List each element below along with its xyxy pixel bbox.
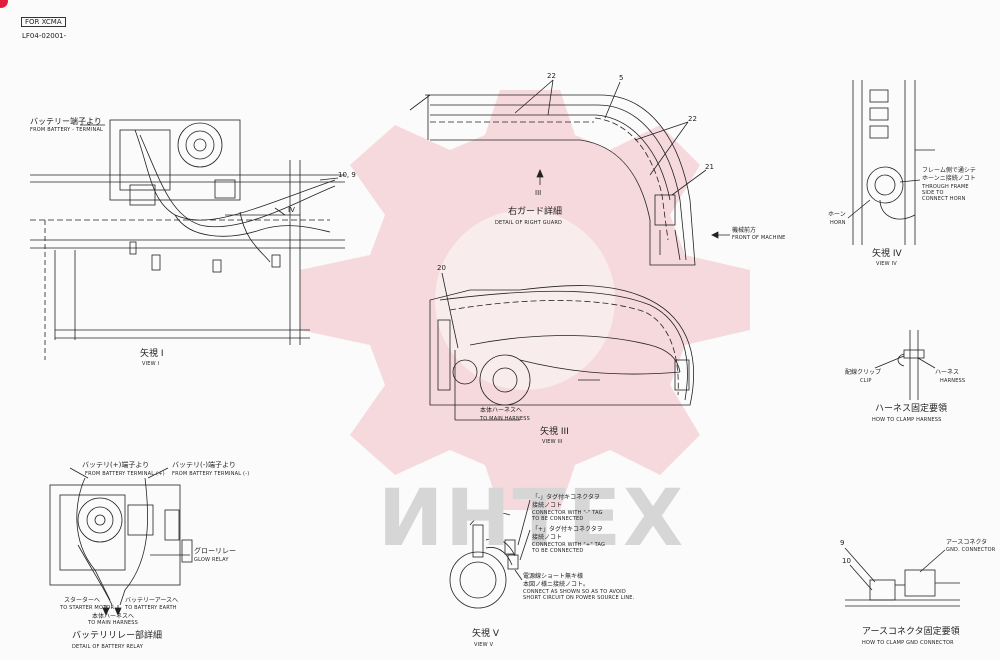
view4-frame-en1: THROUGH FRAME: [922, 184, 969, 190]
gnd-earth-jp: アースコネクタ: [946, 539, 988, 546]
view4-caption-jp: 矢視 IV: [872, 249, 902, 259]
gnd-num-9: 9: [840, 539, 845, 547]
view1-arrow-label: IV: [288, 206, 295, 214]
relay-earth-jp: バッテリーアースへ: [125, 597, 179, 604]
relay-plus-jp: バッテリ(+)端子より: [82, 461, 150, 469]
view5-conn2-jp2: 接続ノコト: [532, 534, 563, 541]
right-guard-drawing: [409, 79, 730, 266]
relay-starter-jp: スターターへ: [64, 597, 101, 604]
view5-conn1-jp1: 「-」タグ付キコネクタヲ: [532, 494, 600, 501]
sheet-tag: FOR XCMA: [21, 17, 66, 27]
clamp-harness-en: HARNESS: [940, 378, 966, 384]
view3-drawing: [429, 272, 694, 421]
view5-caption-jp: 矢視 V: [472, 629, 500, 639]
relay-starter-en: TO STARTER MOTOR: [60, 605, 115, 611]
view5-note-jp1: 電源線ショート無キ様: [523, 573, 584, 580]
relay-caption-jp: バッテリリレー部詳細: [72, 631, 163, 641]
view3-num-20: 20: [437, 264, 446, 272]
view1-num-10-9: 10, 9: [338, 171, 356, 179]
clamp-clip-en: CLIP: [860, 378, 872, 384]
relay-main-jp: 本体ハーネスへ: [92, 613, 135, 620]
view1-caption-jp: 矢視 I: [140, 349, 164, 359]
guard-num-21: 21: [705, 163, 714, 171]
view4-drawing: [847, 80, 935, 245]
corner-marker: [0, 0, 8, 8]
front-jp: 機械前方: [732, 227, 757, 234]
view5-conn2-en2: TO BE CONNECTED: [532, 548, 584, 554]
battery-relay-drawing: [49, 467, 193, 617]
view4-frame-jp1: フレーム側で通シテ: [922, 167, 976, 174]
view5-conn1-en1: CONNECTOR WITH "-" TAG: [532, 510, 603, 516]
guard-caption-en: DETAIL OF RIGHT GUARD: [495, 220, 563, 226]
relay-minus-en: FROM BATTERY TERMINAL (-): [172, 471, 250, 477]
view4-horn-jp: ホーン: [828, 211, 846, 218]
view5-conn2-en1: CONNECTOR WITH "+" TAG: [532, 542, 606, 548]
view3-harness-en: TO MAIN HARNESS: [480, 416, 531, 422]
view3-caption-jp: 矢視 III: [540, 427, 569, 437]
guard-num-5: 5: [619, 74, 624, 82]
view5-note-en2: SHORT CIRCUIT ON POWER SOURCE LINE.: [523, 595, 635, 601]
view3-harness-jp: 本体ハーネスへ: [480, 407, 523, 414]
relay-minus-jp: バッテリ(-)端子より: [172, 461, 236, 469]
gnd-drawing: [844, 547, 960, 607]
clamp-caption-en: HOW TO CLAMP HARNESS: [872, 417, 942, 423]
view3-caption-en: VIEW III: [542, 439, 563, 445]
view1-drawing: [30, 119, 345, 360]
clamp-caption-jp: ハーネス固定要領: [875, 404, 948, 414]
relay-glow-en: GLOW RELAY: [194, 557, 229, 563]
gnd-caption-jp: アースコネクタ固定要領: [862, 627, 960, 637]
view4-frame-en2: SIDE TO: [922, 190, 944, 196]
view1-callout-jp: バッテリー端子より: [30, 117, 102, 126]
view5-conn2-jp1: 「+」タグ付キコネクタヲ: [532, 526, 603, 533]
view4-horn-en: HORN: [830, 220, 846, 226]
view5-note-en1: CONNECT AS SHOWN SO AS TO AVOID: [523, 589, 626, 595]
gnd-earth-en: GND. CONNECTOR: [946, 547, 996, 553]
view4-frame-en3: CONNECT HORN: [922, 196, 966, 202]
guard-num-22b: 22: [688, 115, 697, 123]
guard-arrow-label: III: [535, 189, 542, 197]
relay-earth-en: TO BATTERY EARTH: [125, 605, 177, 611]
view4-caption-en: VIEW IV: [876, 261, 897, 267]
view5-caption-en: VIEW V: [474, 642, 494, 648]
view5-conn1-en2: TO BE CONNECTED: [532, 516, 584, 522]
front-en: FRONT OF MACHINE: [732, 235, 786, 241]
relay-caption-en: DETAIL OF BATTERY RELAY: [72, 644, 144, 650]
gnd-num-10: 10: [842, 557, 851, 565]
view1-caption-en: VIEW I: [142, 361, 160, 367]
watermark-text: ИНТЕХ: [378, 474, 686, 564]
view5-conn1-jp2: 接続ノコト: [532, 502, 563, 509]
guard-num-22a: 22: [547, 72, 556, 80]
relay-main-en: TO MAIN HARNESS: [88, 620, 139, 626]
view1-callout-en: FROM BATTERY - TERMINAL: [30, 127, 104, 133]
view5-drawing: [449, 499, 531, 609]
gnd-caption-en: HOW TO CLAMP GND CONNECTOR: [862, 640, 954, 646]
clamp-drawing: [874, 330, 936, 400]
view4-frame-jp2: ホーンニ接続ノコト: [922, 175, 976, 182]
guard-caption-jp: 右ガード詳細: [508, 207, 563, 217]
relay-plus-en: FROM BATTERY TERMINAL (+): [85, 471, 165, 477]
watermark-hole: [435, 210, 615, 390]
clamp-clip-jp: 配線クリップ: [845, 369, 882, 376]
clamp-harness-jp: ハーネス: [935, 369, 960, 376]
view5-note-jp2: 本図ノ様ニ接続ノコト。: [523, 581, 589, 588]
drawing-code: LF04-02001-: [22, 32, 67, 40]
relay-glow-jp: グローリレー: [194, 547, 236, 555]
